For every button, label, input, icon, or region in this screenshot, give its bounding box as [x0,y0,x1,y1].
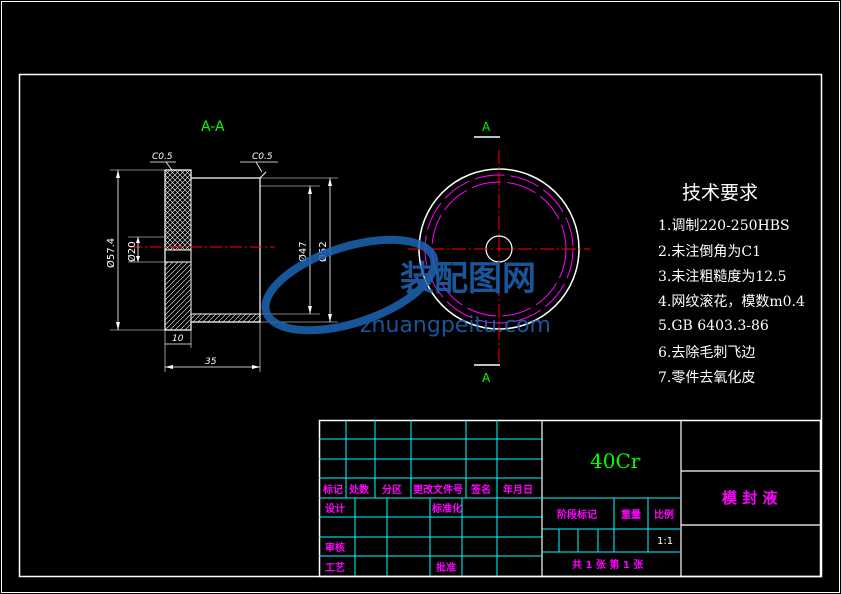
cut-marker-bottom: A [482,371,491,385]
length-total-label: 35 [205,357,217,367]
tech-item: 5.GB 6403.3-86 [658,318,769,334]
header-count: 处数 [348,483,370,496]
header-process: 工艺 [325,561,345,574]
header-mark: 标记 [322,483,343,496]
tech-item: 7.零件去氧化皮 [658,370,755,386]
part-name: 模 封 液 [722,489,778,507]
tech-item: 6.去除毛刺飞边 [658,345,755,361]
tech-item: 2.未注倒角为C1 [658,244,761,260]
cut-marker-top: A [482,120,491,134]
material-label: 40Cr [590,449,641,473]
header-signature: 签名 [470,483,491,496]
header-design: 设计 [325,502,345,515]
header-change-doc: 更改文件号 [413,483,463,496]
header-weight: 重量 [621,508,641,521]
dia-outer-label: Ø57.4 [105,238,117,268]
chamfer-left-label: C0.5 [152,152,173,162]
tech-item: 4.网纹滚花，模数m0.4 [658,293,805,310]
header-stage-mark: 阶段标记 [557,508,597,521]
header-standardize: 标准化 [431,502,462,515]
length-small-label: 10 [172,334,184,344]
chamfer-right-label: C0.5 [252,152,273,162]
dia-mid-label: Ø47 [297,241,309,262]
header-zone: 分区 [382,483,402,496]
header-review: 审核 [325,541,345,554]
title-block: 标记 处数 分区 更改文件号 签名 年月日 设计 标准化 审核 工艺 批准 阶段… [318,419,822,578]
watermark-url: zhuangpeitu.com [360,313,551,338]
knurl-region [164,169,192,251]
header-date: 年月日 [503,483,533,496]
section-label: A-A [201,119,225,135]
tech-item: 3.未注粗糙度为12.5 [658,269,787,285]
end-view: A A [408,120,590,385]
watermark-brand: 装配图网 [400,259,536,299]
tech-item: 1.调制220-250HBS [658,218,790,234]
scale-value: 1:1 [657,536,673,547]
watermark: 装配图网 zhuangpeitu.com [261,235,551,338]
tech-requirements: 技术要求 1.调制220-250HBS 2.未注倒角为C1 3.未注粗糙度为12… [658,182,805,386]
hatch-region [164,261,192,331]
sheet-info: 共 1 张 第 1 张 [572,558,644,571]
header-approve: 批准 [436,561,456,574]
header-scale: 比例 [654,508,674,521]
tech-requirements-title: 技术要求 [682,182,758,204]
dia-inner-label: Ø20 [126,241,138,262]
